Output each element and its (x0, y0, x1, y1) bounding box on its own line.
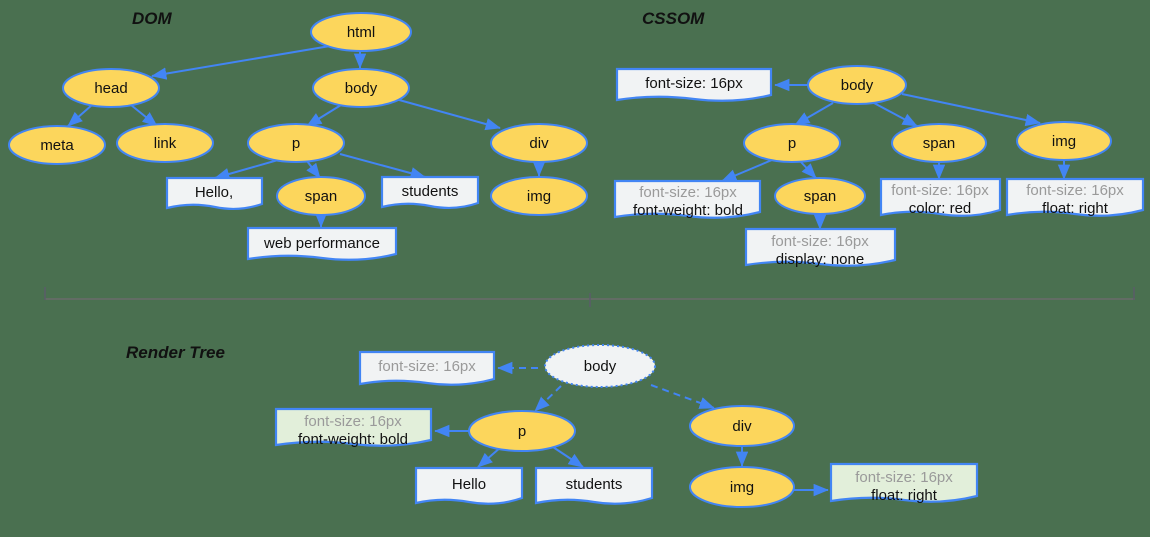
dom-node-p[interactable]: p (247, 123, 345, 163)
cssom-node-img-label: img (1052, 133, 1076, 150)
dom-node-body-label: body (345, 80, 378, 97)
cssom-rule-span-line2: color: red (909, 200, 972, 217)
cssom-rule-span-child-line1: font-size: 16px (771, 233, 869, 250)
render-node-img-label: img (730, 479, 754, 496)
cssom-edge-p-rule (721, 159, 773, 182)
cssom-node-span[interactable]: span (891, 123, 987, 163)
cssom-rule-img[interactable]: font-size: 16px float: right (1005, 177, 1145, 217)
cssom-tree-group: body font-size: 16px p span img span (613, 65, 1145, 268)
render-rule-p-line2: font-weight: bold (298, 431, 408, 448)
render-rule-img-line1: font-size: 16px (855, 469, 953, 486)
dom-edge-head-meta (67, 104, 93, 127)
cssom-node-body[interactable]: body (807, 65, 907, 105)
render-textbox-students[interactable]: students (534, 466, 654, 505)
render-tree-group: body font-size: 16px p font-size: 16px f… (274, 344, 979, 508)
cssom-edge-p-span (799, 160, 817, 179)
render-node-div[interactable]: div (689, 405, 795, 447)
dom-tree-group: html head body meta link p (8, 12, 588, 261)
dom-node-div[interactable]: div (490, 123, 588, 163)
render-tree-section-title: Render Tree (126, 343, 225, 362)
render-edge-body-p (534, 385, 562, 412)
cssom-rule-span[interactable]: font-size: 16px color: red (879, 177, 1002, 217)
cssom-rule-body[interactable]: font-size: 16px (615, 67, 773, 102)
cssom-rule-p-line1: font-size: 16px (639, 184, 737, 201)
cssom-rule-span-child-line2: display: none (776, 251, 864, 268)
dom-section-title: DOM (132, 9, 173, 28)
cssom-rule-img-line2: float: right (1042, 200, 1109, 217)
render-edge-body-div (650, 384, 715, 409)
render-node-p-label: p (518, 423, 526, 440)
cssom-node-span-label: span (923, 135, 956, 152)
cssom-rule-span-child[interactable]: font-size: 16px display: none (744, 227, 897, 268)
render-rule-body[interactable]: font-size: 16px (358, 350, 496, 386)
dom-textbox-hello[interactable]: Hello, (165, 176, 264, 211)
cssom-rule-span-line1: font-size: 16px (891, 182, 989, 199)
cssom-rule-body-line1: font-size: 16px (645, 75, 743, 92)
dom-node-meta[interactable]: meta (8, 125, 106, 165)
render-rule-img-line2: float: right (871, 487, 938, 504)
dom-node-link[interactable]: link (116, 123, 214, 163)
render-textbox-students-label: students (566, 476, 623, 493)
cssom-section-title: CSSOM (642, 9, 705, 28)
cssom-node-span-child-label: span (804, 188, 837, 205)
dom-edge-p-span (306, 160, 321, 179)
cssom-node-body-label: body (841, 77, 874, 94)
cssom-edge-body-p (794, 102, 834, 126)
dom-node-html-label: html (347, 24, 375, 41)
render-rule-body-line1: font-size: 16px (378, 358, 476, 375)
cssom-rule-img-line1: font-size: 16px (1026, 182, 1124, 199)
dom-textbox-web-performance[interactable]: web performance (246, 226, 398, 261)
dom-edge-body-p (306, 104, 342, 127)
dom-textbox-students[interactable]: students (380, 175, 480, 210)
render-textbox-hello[interactable]: Hello (414, 466, 524, 505)
dom-node-div-label: div (529, 135, 549, 152)
dom-textbox-students-label: students (402, 183, 459, 200)
dom-node-body[interactable]: body (312, 68, 410, 108)
render-edge-p-students (552, 446, 584, 468)
dom-node-img-label: img (527, 188, 551, 205)
dom-textbox-web-performance-label: web performance (263, 235, 380, 252)
render-edge-p-hello (477, 446, 502, 468)
dom-node-link-label: link (154, 135, 177, 152)
dom-edge-head-link (130, 104, 158, 127)
cssom-rule-p-line2: font-weight: bold (633, 202, 743, 219)
dom-node-p-label: p (292, 135, 300, 152)
dom-node-span[interactable]: span (276, 176, 366, 216)
dom-edge-html-head (151, 45, 331, 80)
cssom-rule-p[interactable]: font-size: 16px font-weight: bold (613, 179, 762, 219)
render-rule-img[interactable]: font-size: 16px float: right (829, 462, 979, 504)
dom-textbox-hello-label: Hello, (195, 184, 233, 201)
dom-edge-p-students (339, 153, 426, 180)
dom-node-meta-label: meta (40, 137, 74, 154)
dom-node-span-label: span (305, 188, 338, 205)
render-node-img[interactable]: img (689, 466, 795, 508)
render-rule-p-line1: font-size: 16px (304, 413, 402, 430)
cssom-node-img[interactable]: img (1016, 121, 1112, 161)
render-node-body[interactable]: body (544, 344, 656, 388)
cssom-edge-body-span (873, 102, 918, 127)
render-rule-p[interactable]: font-size: 16px font-weight: bold (274, 407, 433, 448)
cssom-node-p[interactable]: p (743, 123, 841, 163)
render-textbox-hello-label: Hello (452, 476, 486, 493)
cssom-node-span-child[interactable]: span (774, 177, 866, 215)
dom-edge-p-hello (214, 159, 279, 181)
cssom-edge-body-img (901, 93, 1041, 127)
render-node-body-label: body (584, 358, 617, 375)
render-node-p[interactable]: p (468, 410, 576, 452)
render-node-div-label: div (732, 418, 752, 435)
cssom-node-p-label: p (788, 135, 796, 152)
dom-node-img[interactable]: img (490, 176, 588, 216)
dom-node-head[interactable]: head (62, 68, 160, 108)
dom-node-head-label: head (94, 80, 127, 97)
dom-edge-body-div (391, 97, 501, 131)
dom-node-html[interactable]: html (310, 12, 412, 52)
section-divider (44, 287, 1135, 307)
